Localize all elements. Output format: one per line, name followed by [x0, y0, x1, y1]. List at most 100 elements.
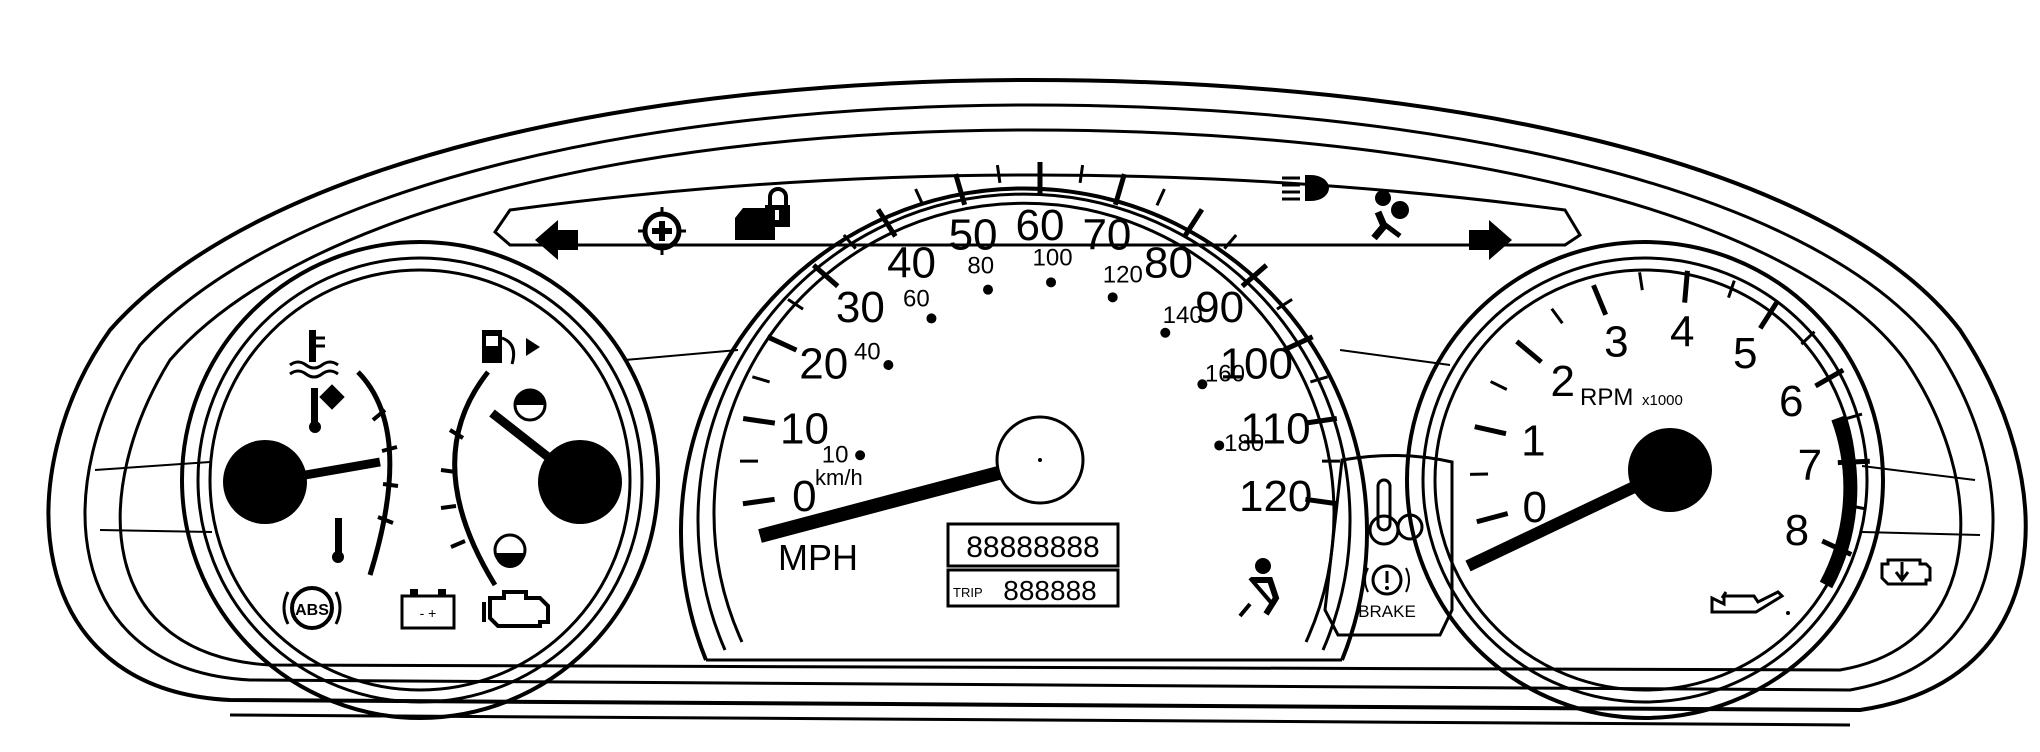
right-turn-arrow-icon: [1469, 220, 1512, 260]
mph-label: 40: [887, 239, 936, 288]
tachometer-tick: [1638, 272, 1644, 291]
rpm-multiplier-label: x1000: [1642, 392, 1683, 409]
tachometer-tick: [1800, 330, 1816, 346]
abs-label: ABS: [295, 602, 329, 619]
tachometer-tick: [1814, 367, 1845, 389]
kmh-dot: [855, 450, 866, 461]
tachometer-tick: [1591, 284, 1609, 316]
battery-icon: - +: [400, 589, 456, 630]
rpm-label: 6: [1779, 377, 1803, 426]
speedometer-tick: [1304, 416, 1338, 426]
speedometer-tick: [914, 188, 925, 207]
mph-label: 20: [799, 340, 848, 389]
rpm-label: 2: [1551, 357, 1575, 406]
telltale-band: [493, 173, 1583, 247]
kmh-dot: [926, 313, 937, 324]
kmh-dot: [1107, 292, 1118, 303]
kmh-label: 60: [903, 285, 930, 312]
tachometer-tick: [1727, 280, 1736, 299]
mph-label: 30: [836, 283, 885, 332]
kmh-label: 100: [1033, 244, 1073, 271]
brake-warning-icon: [1364, 564, 1410, 596]
kmh-dot: [1197, 379, 1208, 390]
mph-label: 50: [949, 211, 998, 260]
powertrain-icon: [1880, 558, 1932, 586]
speedometer-needle: [758, 455, 1042, 543]
speedometer-tick: [1305, 496, 1338, 507]
kmh-unit-label: km/h: [815, 465, 863, 490]
tachometer-needle: [1465, 464, 1673, 572]
speedometer-tick: [811, 263, 840, 289]
battery-label: - +: [420, 605, 437, 621]
speedometer-tick: [1223, 234, 1238, 250]
kmh-label: 10: [822, 441, 849, 468]
speedometer-tick: [751, 375, 771, 384]
rpm-label: 1: [1521, 417, 1545, 466]
rpm-label: 4: [1670, 308, 1694, 357]
tachometer-tick: [1682, 270, 1690, 303]
mph-label: 100: [1220, 340, 1293, 389]
headlamp-high-beam-icon: [1282, 175, 1329, 201]
speedometer-tick: [953, 173, 968, 206]
mph-unit-label: MPH: [778, 537, 858, 578]
mph-label: 90: [1195, 283, 1244, 332]
oil-can-icon: [1710, 590, 1790, 615]
odometer-display: 88888888 TRIP 888888: [946, 522, 1120, 608]
tachometer-tick: [1844, 412, 1863, 421]
tachometer-tick: [1474, 424, 1507, 437]
kmh-label: 160: [1205, 360, 1245, 387]
speedometer-tick: [742, 496, 775, 507]
rpm-label: 3: [1604, 318, 1628, 367]
kmh-label: 40: [854, 339, 881, 366]
check-engine-icon: [482, 590, 550, 628]
seatbelt-icon: [1238, 558, 1280, 618]
speedometer-tick: [742, 416, 776, 426]
speedometer-tick: [766, 334, 798, 353]
speedometer-tick: [1155, 188, 1166, 207]
left-turn-arrow-icon: [535, 220, 578, 260]
speedometer-tick: [995, 164, 1002, 184]
rpm-label: 5: [1733, 329, 1757, 378]
coolant-temperature-icon: [289, 330, 339, 379]
speedometer-tick: [1112, 173, 1127, 206]
kmh-label: 140: [1163, 302, 1203, 329]
tachometer-tick: [1515, 339, 1543, 364]
speedometer-tick: [842, 234, 857, 250]
odometer-digits: 88888888: [966, 531, 1099, 564]
rpm-label: 8: [1785, 506, 1809, 555]
kmh-dot: [1160, 327, 1171, 338]
tachometer-tick: [1758, 299, 1780, 330]
fuel-pump-icon: [482, 330, 540, 365]
temp-needle: [264, 457, 381, 487]
rpm-label: 7: [1798, 441, 1822, 490]
kmh-dot: [1046, 277, 1057, 288]
kmh-scale: 10 40 60 80 100 120 140 160 180: [822, 244, 1264, 468]
security-lock-icon: [735, 187, 790, 240]
kmh-label: 120: [1103, 261, 1143, 288]
tachometer-tick: [1489, 380, 1508, 391]
left-gauge-pod: ABS - +: [180, 240, 660, 720]
temperature-gauge: [223, 330, 399, 576]
temp-hot-icon: [309, 384, 345, 433]
trip-digits: 888888: [1003, 575, 1096, 606]
fuel-empty-icon: [493, 533, 527, 568]
fuel-needle: [489, 409, 583, 486]
kmh-label: 80: [967, 253, 994, 280]
speedometer-tick: [1240, 263, 1269, 289]
brake-label: BRAKE: [1358, 602, 1416, 621]
tachometer-tick: [1476, 511, 1509, 525]
speedometer-tick: [1078, 164, 1085, 184]
kmh-dot: [1214, 440, 1225, 451]
mph-label: 0: [792, 472, 816, 521]
kmh-label: 180: [1224, 430, 1264, 457]
kmh-dot: [983, 284, 994, 295]
kmh-dot: [883, 360, 894, 371]
mph-label: 110: [1240, 405, 1310, 454]
fuel-gauge: [440, 330, 622, 587]
mph-label: 120: [1239, 472, 1312, 521]
speedometer-tick: [787, 298, 804, 311]
tachometer-tick: [1550, 307, 1564, 325]
